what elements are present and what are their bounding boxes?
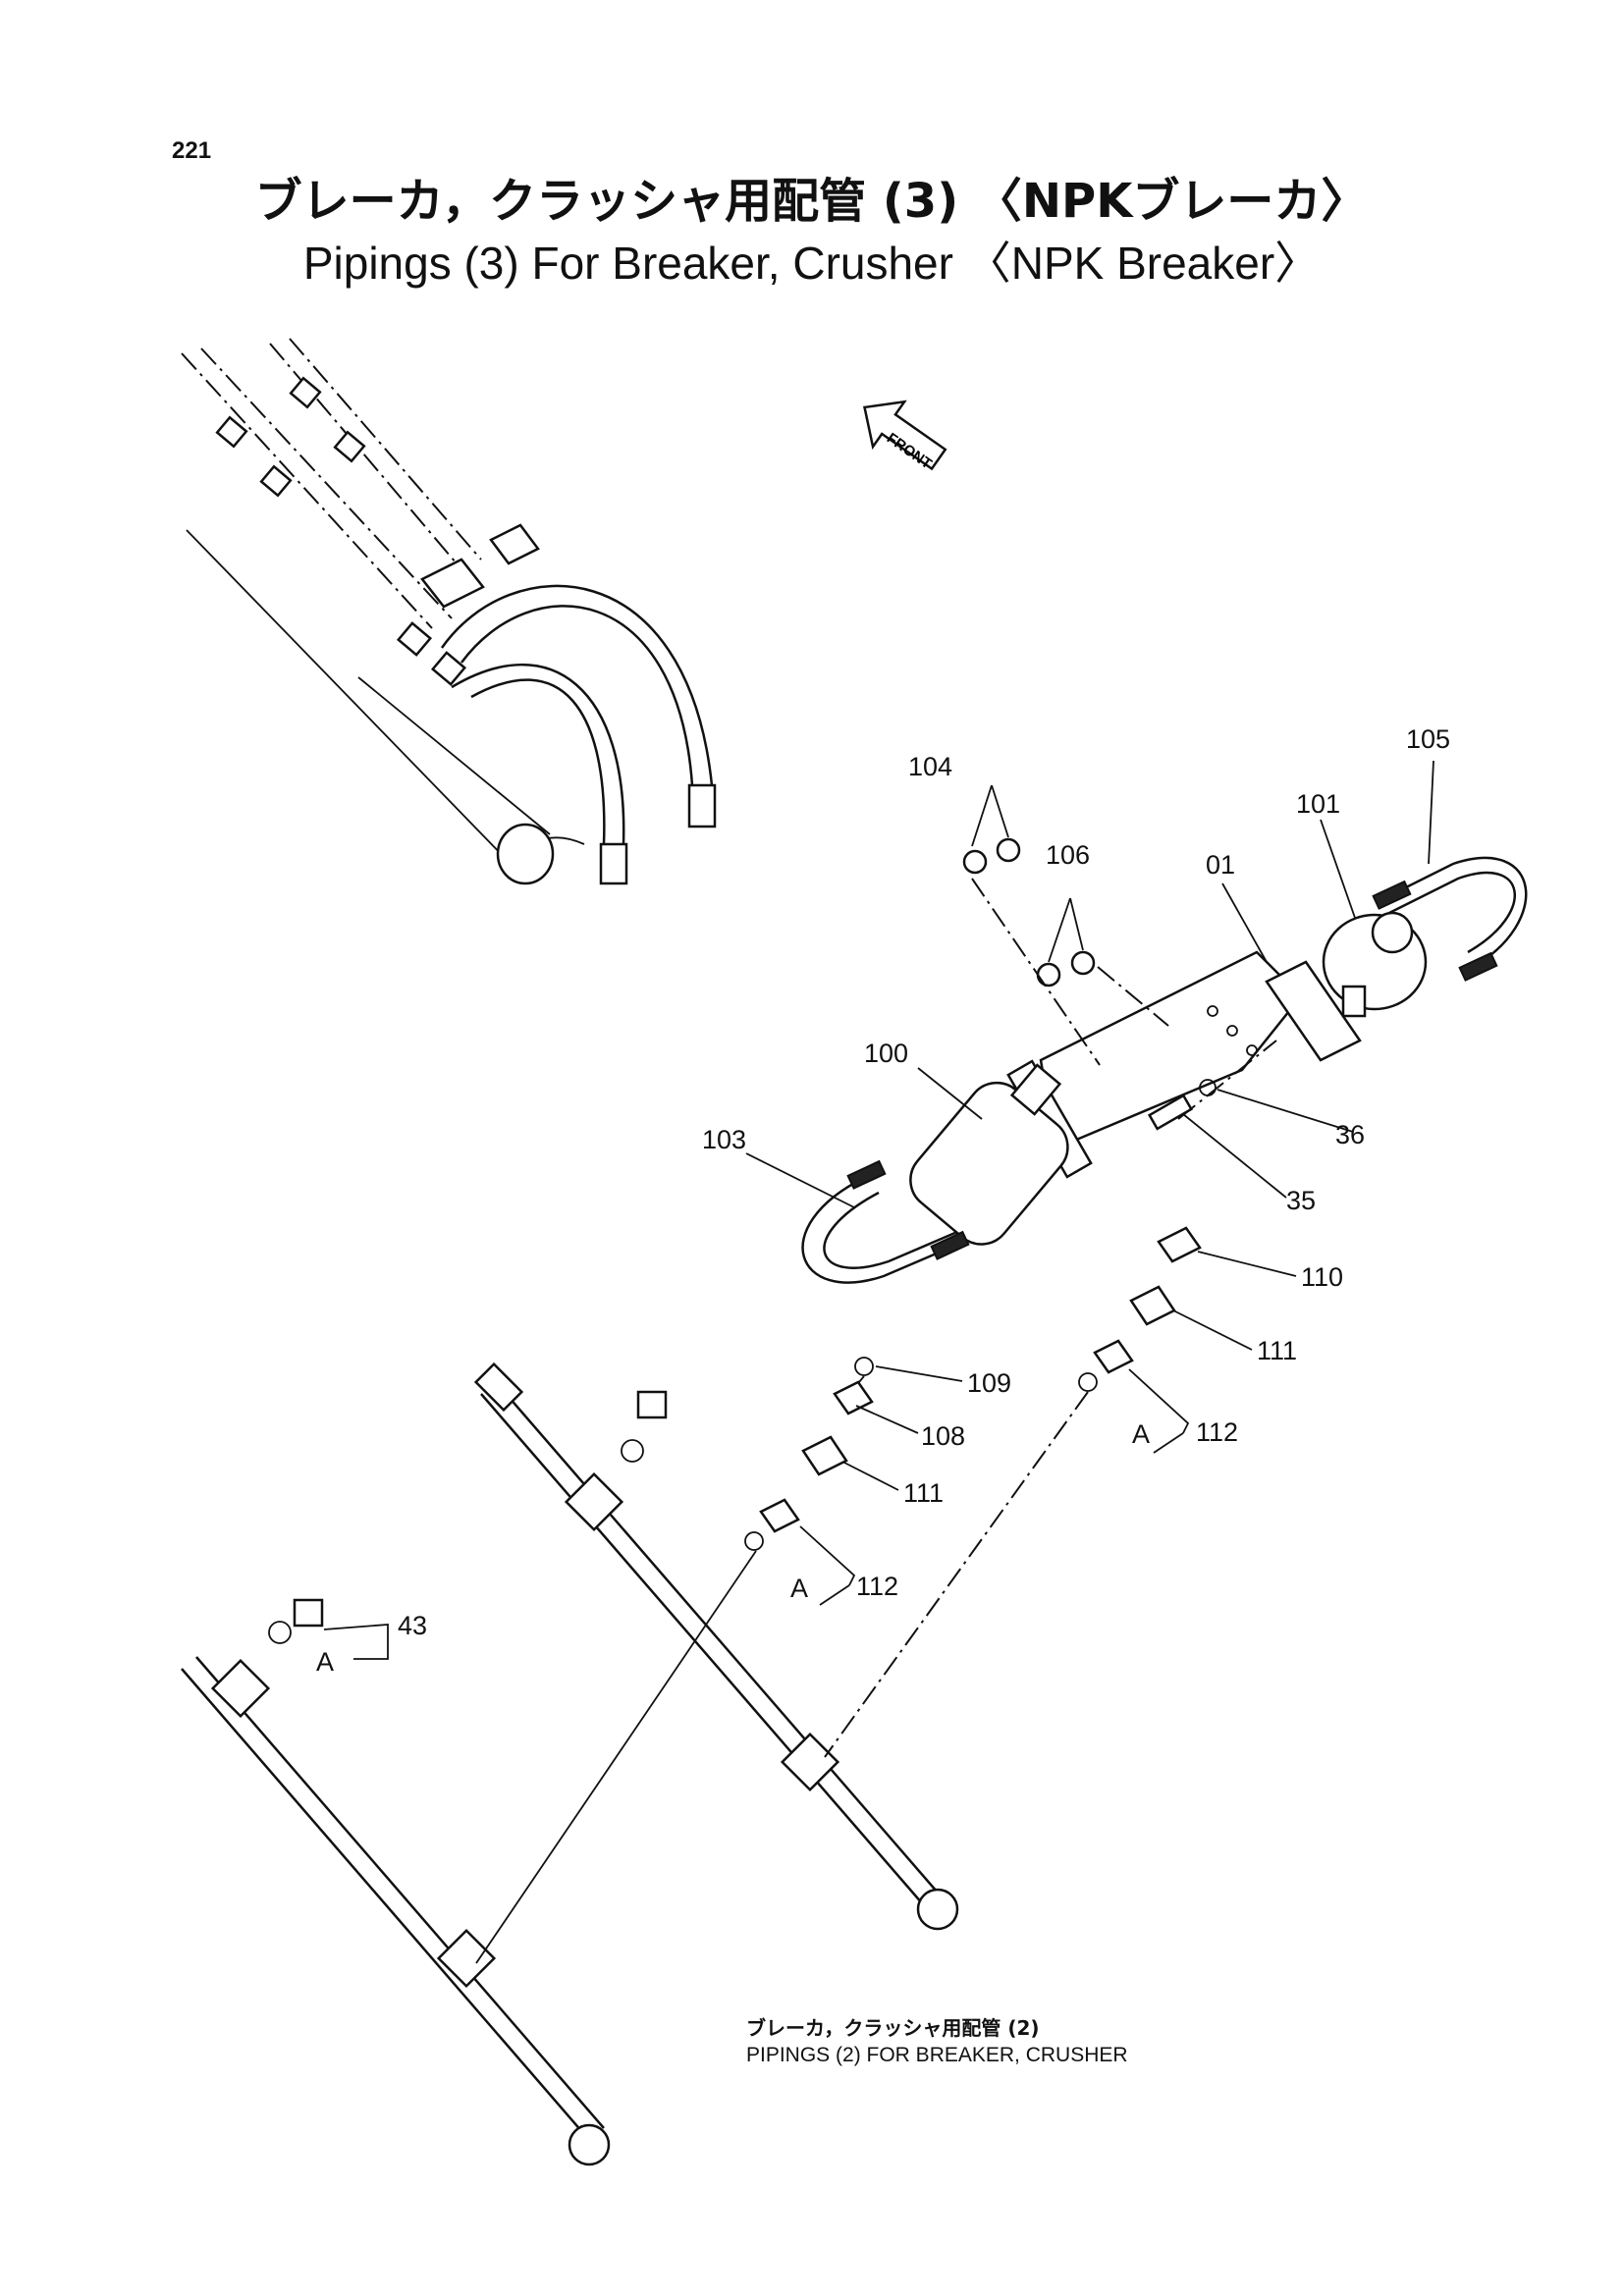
- callout-labels: 104 106 01 101 105 100 103 36 35 110 111…: [316, 724, 1450, 1677]
- callout-a-upper: A: [1132, 1419, 1150, 1449]
- callout-103: 103: [702, 1125, 746, 1154]
- callout-a-left: A: [316, 1647, 334, 1677]
- boom-assembly: [181, 338, 717, 885]
- reference-note-japanese: ブレーカ，クラッシャ用配管 (2): [746, 2016, 1040, 2040]
- callout-106: 106: [1046, 840, 1090, 870]
- callout-36: 36: [1335, 1120, 1365, 1149]
- callout-100: 100: [864, 1039, 908, 1068]
- callout-111-lower: 111: [903, 1478, 944, 1508]
- callout-112-lower: 112: [856, 1572, 898, 1601]
- front-direction-arrow: FRONT: [863, 400, 947, 472]
- callout-a-lower: A: [790, 1574, 808, 1603]
- callout-109: 109: [967, 1368, 1011, 1398]
- page-title-english: Pipings (3) For Breaker, Crusher 〈NPK Br…: [302, 238, 1321, 289]
- callout-112-upper: 112: [1196, 1417, 1238, 1447]
- callout-101: 101: [1296, 789, 1340, 819]
- leader-lines: [323, 760, 1434, 1660]
- callout-01: 01: [1206, 850, 1235, 880]
- reference-note-english: PIPINGS (2) FOR BREAKER, CRUSHER: [746, 2044, 1128, 2066]
- callout-110: 110: [1301, 1262, 1343, 1292]
- page-title-japanese: ブレーカ，クラッシャ用配管 (3) 〈NPKブレーカ〉: [254, 174, 1369, 229]
- callout-111-upper: 111: [1257, 1336, 1297, 1365]
- callout-43: 43: [398, 1611, 427, 1640]
- callout-108: 108: [921, 1421, 965, 1451]
- callout-35: 35: [1286, 1186, 1316, 1215]
- callout-104: 104: [908, 752, 952, 781]
- callout-105: 105: [1406, 724, 1450, 754]
- lower-pipes: [181, 1362, 1089, 2166]
- page-number: 221: [172, 137, 212, 164]
